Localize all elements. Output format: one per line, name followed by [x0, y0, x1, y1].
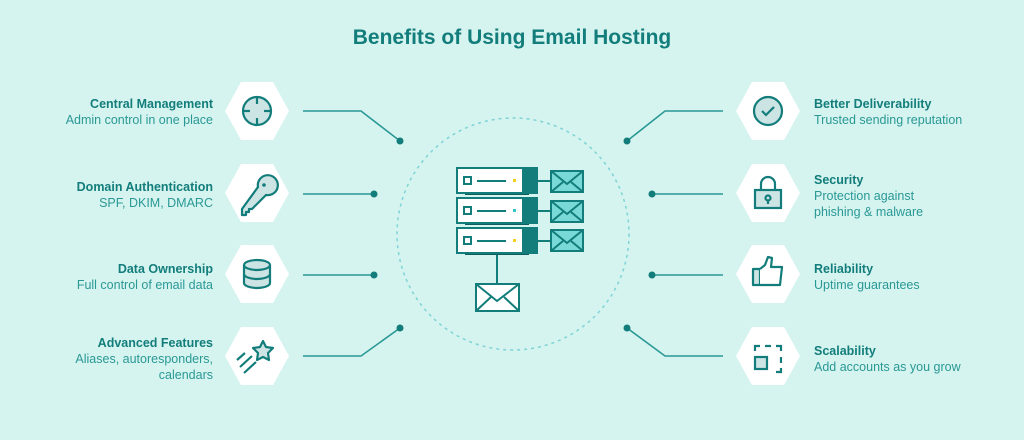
benefit-better-deliverability: Better Deliverability Trusted sending re… [814, 96, 1024, 128]
connector-dot [648, 190, 656, 198]
envelope-icon [550, 170, 584, 193]
key-icon [240, 174, 279, 217]
benefit-title: Reliability [814, 262, 874, 276]
crosshair-icon [241, 95, 273, 127]
connector-dot [623, 324, 631, 332]
benefit-description-line2: phishing & malware [814, 205, 924, 219]
benefit-title: Domain Authentication [76, 180, 213, 194]
benefit-title: Advanced Features [97, 336, 213, 350]
dashed-circle [396, 117, 630, 351]
connector-dot [396, 324, 404, 332]
benefit-scalability: Scalability Add accounts as you grow [814, 343, 1024, 375]
envelope-icon [550, 229, 584, 252]
benefit-security: Security Protection against phishing & m… [814, 172, 1024, 220]
benefit-title: Better Deliverability [814, 97, 932, 111]
padlock-icon [753, 175, 783, 210]
right-connectors [626, 110, 723, 357]
benefit-description: SPF, DKIM, DMARC [99, 196, 213, 210]
connector-dot [370, 190, 378, 198]
benefit-description: Full control of email data [76, 278, 213, 292]
benefit-description: Protection against [814, 189, 915, 203]
benefit-advanced-features: Advanced Features Aliases, autoresponder… [0, 335, 213, 383]
benefit-central-management: Central Management Admin control in one … [0, 96, 213, 128]
connector-dot [370, 271, 378, 279]
benefit-description: Aliases, autoresponders, [75, 352, 213, 366]
benefit-domain-authentication: Domain Authentication SPF, DKIM, DMARC [0, 179, 213, 211]
shooting-star-icon [236, 339, 275, 374]
envelope-icon [475, 283, 520, 312]
benefit-title: Scalability [814, 344, 876, 358]
thumbs-up-icon [751, 255, 784, 287]
benefit-description: Add accounts as you grow [814, 360, 961, 374]
benefit-title: Central Management [90, 97, 213, 111]
benefit-data-ownership: Data Ownership Full control of email dat… [0, 261, 213, 293]
benefit-title: Data Ownership [117, 262, 213, 276]
benefit-description-line2: calendars [158, 368, 213, 382]
envelope-icon [550, 200, 584, 223]
email-server-icon [456, 167, 584, 312]
page-title: Benefits of Using Email Hosting [352, 26, 672, 49]
benefit-description: Admin control in one place [65, 113, 213, 127]
database-icon [242, 258, 272, 290]
check-circle-icon [752, 95, 784, 127]
scale-box-icon [753, 344, 783, 374]
left-connectors [303, 110, 401, 357]
connector-dot [648, 271, 656, 279]
benefit-reliability: Reliability Uptime guarantees [814, 261, 1024, 293]
benefit-title: Security [814, 173, 864, 187]
connector-dot [396, 137, 404, 145]
benefit-description: Trusted sending reputation [814, 113, 963, 127]
benefit-description: Uptime guarantees [814, 278, 920, 292]
connector-dot [623, 137, 631, 145]
